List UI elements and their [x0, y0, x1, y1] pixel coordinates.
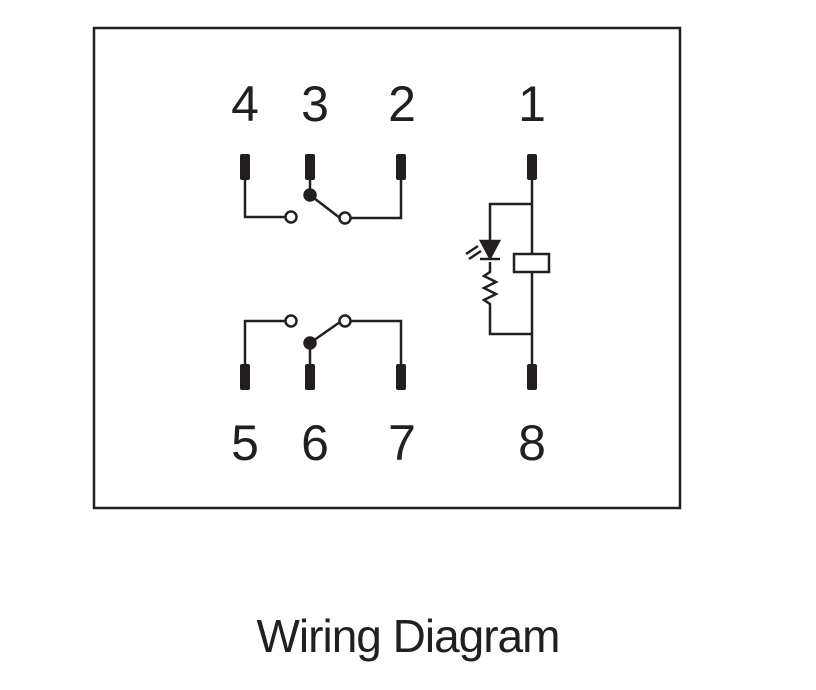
pin-label-8: 8	[518, 415, 546, 471]
no-contact-lower	[338, 314, 352, 328]
no-contact-upper	[338, 211, 352, 225]
coil-circuit	[481, 180, 551, 364]
pin-label-1: 1	[518, 76, 546, 132]
led-ray-1	[465, 244, 479, 256]
led-triangle	[478, 239, 502, 261]
pin-label-6: 6	[301, 415, 329, 471]
upper-switch-contact	[243, 178, 403, 225]
pin5-lead	[243, 319, 286, 366]
common-pivot-lower	[303, 336, 317, 350]
indicator-branch-top	[488, 202, 532, 240]
pin-label-7: 7	[388, 415, 416, 471]
terminal-5	[240, 364, 250, 390]
common-pivot-upper	[303, 188, 317, 202]
pin-label-5: 5	[231, 415, 259, 471]
relay-coil	[512, 252, 551, 274]
diagram-caption: Wiring Diagram	[256, 610, 561, 662]
terminal-1	[527, 154, 537, 180]
nc-contact-upper	[284, 210, 298, 224]
led-indicator-icon	[465, 239, 502, 261]
indicator-resistor	[481, 262, 532, 336]
led-ray-2	[468, 249, 482, 261]
terminal-2	[396, 154, 406, 180]
terminal-7	[396, 364, 406, 390]
terminal-3	[305, 154, 315, 180]
terminal-8	[527, 364, 537, 390]
pin2-lead	[349, 178, 403, 220]
pin-terminals	[240, 154, 537, 390]
lower-switch-contact	[243, 314, 403, 366]
pin4-lead	[243, 178, 286, 219]
nc-contact-lower	[284, 314, 298, 328]
terminal-6	[305, 364, 315, 390]
diagram-frame	[92, 26, 682, 510]
pin7-lead	[349, 319, 403, 366]
pin-label-2: 2	[388, 76, 416, 132]
terminal-4	[240, 154, 250, 180]
pin-label-4: 4	[231, 76, 259, 132]
pin-label-3: 3	[301, 76, 329, 132]
